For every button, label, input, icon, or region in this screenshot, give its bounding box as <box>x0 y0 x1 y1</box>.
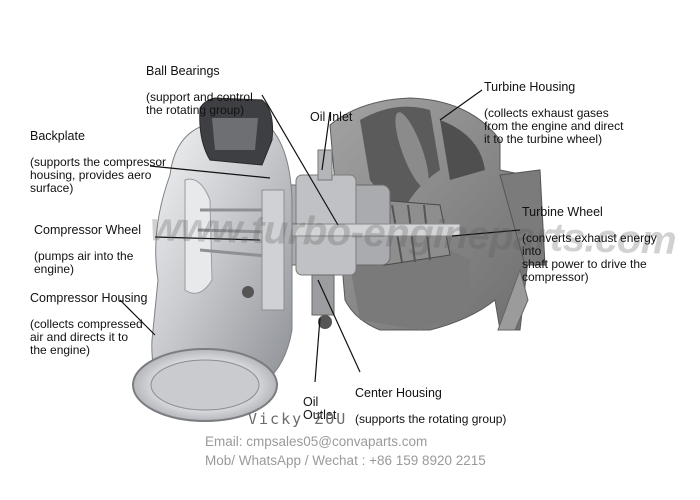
signature-text: Vicky ZOU <box>248 410 348 428</box>
label-backplate-title: Backplate <box>30 129 85 143</box>
leader-compressor-housing <box>119 299 156 336</box>
leader-compressor-wheel <box>154 236 261 241</box>
label-ball-bearings-title: Ball Bearings <box>146 64 220 78</box>
label-turbine-wheel: Turbine Wheel (converts exhaust energy i… <box>522 193 657 284</box>
label-oil-inlet: Oil Inlet <box>310 98 352 137</box>
label-compressor-housing-title: Compressor Housing <box>30 291 148 305</box>
label-compressor-housing-desc: (collects compressed air and directs it … <box>30 317 143 357</box>
label-compressor-wheel-title: Compressor Wheel <box>34 223 141 237</box>
leader-turbine-wheel <box>451 229 521 237</box>
label-center-housing-desc: (supports the rotating group) <box>355 412 507 426</box>
leader-turbine-housing <box>439 89 483 121</box>
label-center-housing: Center Housing (supports the rotating gr… <box>355 374 506 426</box>
label-turbine-housing-title: Turbine Housing <box>484 80 576 94</box>
label-compressor-wheel-desc: (pumps air into the engine) <box>34 249 134 276</box>
label-oil-outlet: Oil Outlet <box>303 383 336 435</box>
label-ball-bearings-desc: (support and control the rotating group) <box>146 90 253 117</box>
label-compressor-housing: Compressor Housing (collects compressed … <box>30 279 147 357</box>
contact-email: Email: cmpsales05@convaparts.com <box>205 434 428 449</box>
contact-phone: Mob/ WhatsApp / Wechat : +86 159 8920 22… <box>205 453 486 468</box>
label-turbine-housing-desc: (collects exhaust gases from the engine … <box>484 106 624 146</box>
label-oil-inlet-title: Oil Inlet <box>310 110 353 124</box>
label-turbine-wheel-title: Turbine Wheel <box>522 205 603 219</box>
compressor-housing-shape <box>132 97 293 422</box>
label-oil-outlet-title: Oil Outlet <box>303 395 337 422</box>
leader-lines <box>119 89 521 383</box>
leader-oil-inlet <box>321 111 331 171</box>
label-turbine-housing: Turbine Housing (collects exhaust gases … <box>484 68 623 146</box>
leader-center-housing <box>317 279 361 373</box>
label-compressor-wheel: Compressor Wheel (pumps air into the eng… <box>34 211 141 276</box>
label-turbine-wheel-desc: (converts exhaust energy into shaft powe… <box>522 231 657 284</box>
label-center-housing-title: Center Housing <box>355 386 442 400</box>
label-backplate: Backplate (supports the compressor housi… <box>30 117 166 195</box>
center-housing-shape <box>259 149 461 329</box>
leader-oil-outlet <box>314 317 321 383</box>
leader-backplate <box>149 165 271 179</box>
label-ball-bearings: Ball Bearings (support and control the r… <box>146 52 253 117</box>
leader-ball-bearings <box>261 94 339 226</box>
label-backplate-desc: (supports the compressor housing, provid… <box>30 155 167 195</box>
